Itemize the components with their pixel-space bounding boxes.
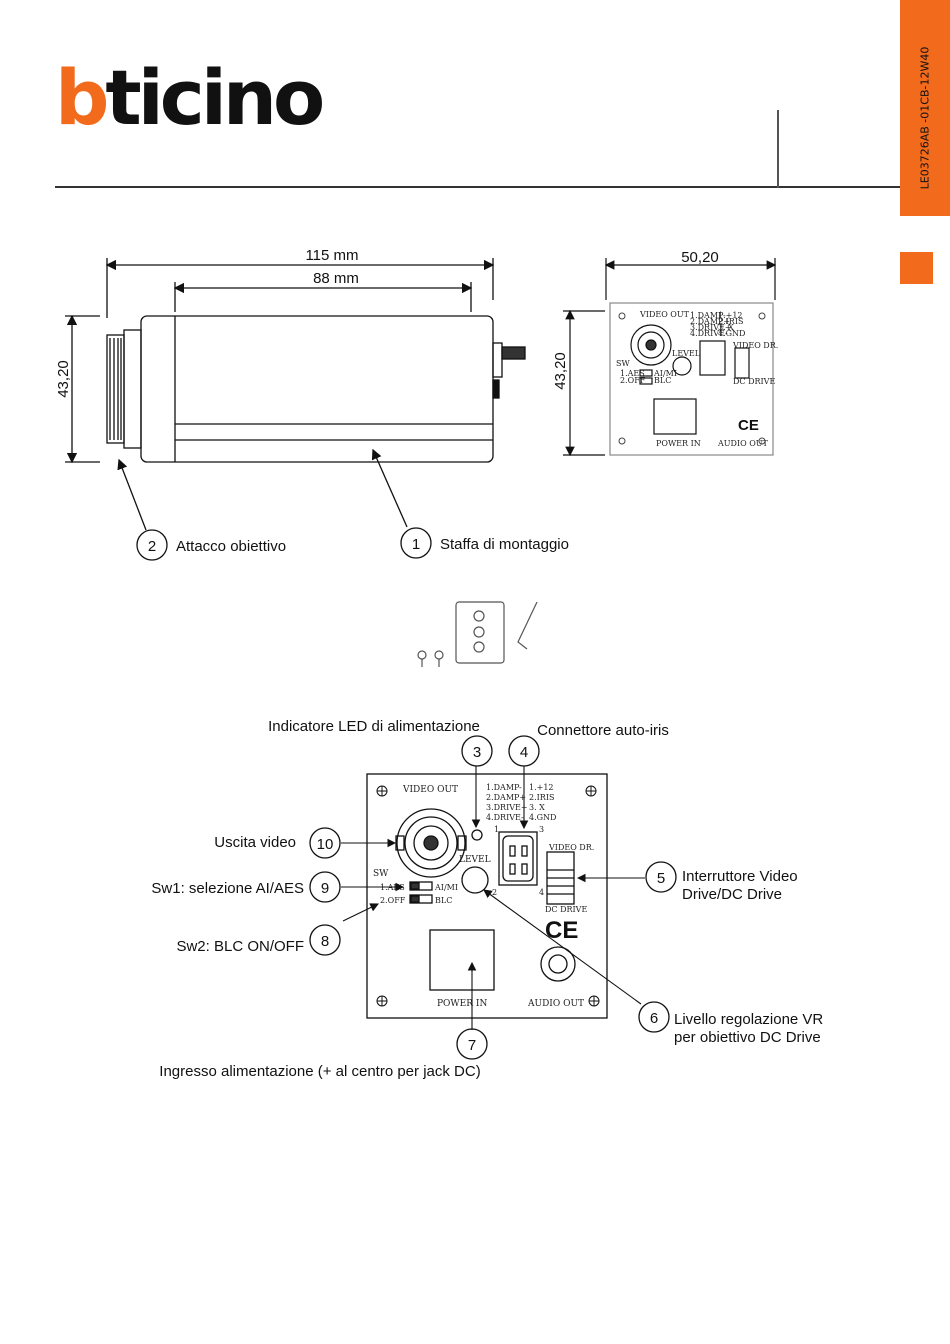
small-val-4: 4.GND <box>718 329 745 338</box>
callout-3: Indicatore LED di alimentazione 3 <box>268 718 493 767</box>
callout-6-label2: per obiettivo DC Drive <box>674 1029 821 1046</box>
dim-height: 43,20 <box>55 360 72 398</box>
callout-10-num: 10 <box>317 836 334 853</box>
camera-side-view <box>65 258 526 531</box>
header-rule <box>55 186 900 188</box>
large-pin-1: 1.DAMP- <box>486 783 522 792</box>
callout-1-num: 1 <box>412 536 420 553</box>
callout-9-label: Sw1: selezione AI/AES <box>151 880 304 897</box>
large-ai-mi: AI/MI <box>434 883 458 892</box>
small-pin-2: 2.DAMP+ <box>690 317 730 326</box>
side-tab <box>900 0 950 216</box>
small-ai-mi: AI/MI <box>653 369 677 378</box>
rear-view-large: VIDEO OUT 1.DAMP- 2.DAMP+ 3.DRIVE+ 4.DRI… <box>366 773 608 1019</box>
leader-lines <box>341 766 645 1030</box>
callout-5-label2: Drive/DC Drive <box>682 886 782 903</box>
callout-10-label: Uscita video <box>214 834 296 851</box>
small-dc-drive: DC DRIVE <box>733 377 775 386</box>
callout-1-label: Staffa di montaggio <box>440 536 569 553</box>
large-ce-mark: CE <box>545 917 578 944</box>
large-pinnum-1: 1 <box>494 825 499 834</box>
small-val-3: 3. X <box>718 323 734 332</box>
callout-5-label1: Interruttore Video <box>682 868 798 885</box>
large-val-1: 1.+12 <box>529 783 554 792</box>
large-pinnum-3: 3 <box>539 825 544 834</box>
side-marker <box>900 252 933 284</box>
large-pin-2: 2.DAMP+ <box>486 793 526 802</box>
callout-3-label: Indicatore LED di alimentazione <box>268 718 480 735</box>
dim-width-small: 50,20 <box>681 249 719 266</box>
callout-2: 2 Attacco obiettivo <box>136 529 286 561</box>
large-val-3: 3. X <box>529 803 545 812</box>
accessories <box>417 601 538 667</box>
callout-6: 6 Livello regolazione VR per obiettivo D… <box>638 1001 823 1046</box>
large-pinnum-2: 2 <box>492 888 497 897</box>
callout-5: 5 Interruttore Video Drive/DC Drive <box>645 861 798 903</box>
dim-height-small: 43,20 <box>552 352 569 390</box>
large-val-2: 2.IRIS <box>529 793 554 802</box>
large-pin-3: 3.DRIVE+ <box>486 803 528 812</box>
header-divider <box>777 110 779 188</box>
small-sw: SW <box>616 359 630 368</box>
callout-2-label: Attacco obiettivo <box>176 538 286 555</box>
rear-view-small: 50,20 43,20 VIDEO OUT 1.DAMP- 2.DAMP+ 3.… <box>552 249 778 457</box>
large-video-dr: VIDEO DR. <box>548 843 594 852</box>
callout-4-label: Connettore auto-iris <box>537 722 669 739</box>
callout-6-num: 6 <box>650 1010 658 1027</box>
logo-rest: ticino <box>105 53 325 142</box>
large-power-in: POWER IN <box>437 999 487 1009</box>
side-dimension-labels: 115 mm 88 mm 43,20 <box>55 247 359 398</box>
small-ce-mark: CE <box>738 417 759 434</box>
small-audio-out: AUDIO OUT <box>717 439 768 448</box>
callout-10: Uscita video 10 <box>214 827 341 859</box>
small-video-dr: VIDEO DR. <box>732 341 778 350</box>
callout-9-num: 9 <box>321 880 329 897</box>
callout-6-label1: Livello regolazione VR <box>674 1011 823 1028</box>
callout-5-num: 5 <box>657 870 665 887</box>
small-val-2: 2.IRIS <box>718 317 743 326</box>
small-blc: BLC <box>654 376 671 385</box>
large-dc-drive: DC DRIVE <box>545 905 587 914</box>
dim-total: 115 mm <box>305 247 358 264</box>
large-audio-out: AUDIO OUT <box>527 999 584 1009</box>
small-power-in: POWER IN <box>656 439 701 448</box>
callout-1: 1 Staffa di montaggio <box>400 527 569 559</box>
callout-7-label: Ingresso alimentazione (+ al centro per … <box>159 1063 480 1080</box>
large-pinnum-4: 4 <box>539 888 544 897</box>
large-level: LEVEL <box>459 855 491 865</box>
callout-4: Connettore auto-iris 4 <box>508 722 669 767</box>
callout-4-num: 4 <box>520 744 528 761</box>
small-pin-1: 1.DAMP- <box>690 311 726 320</box>
callout-8: Sw2: BLC ON/OFF 8 <box>176 924 341 956</box>
small-val-1: 1.+12 <box>718 311 743 320</box>
callout-8-label: Sw2: BLC ON/OFF <box>176 938 304 955</box>
small-pin-3: 3.DRIVE+ <box>690 323 732 332</box>
large-pin-4: 4.DRIVE- <box>486 813 524 822</box>
large-sw2: 2.OFF <box>380 896 406 905</box>
callout-9: Sw1: selezione AI/AES 9 <box>151 871 341 903</box>
callout-7-num: 7 <box>468 1037 476 1054</box>
small-sw2: 2.OFF <box>620 376 646 385</box>
logo-letter-b: b <box>55 53 109 142</box>
callout-2-num: 2 <box>148 538 156 555</box>
brand-logo: bticino <box>55 60 325 136</box>
small-pin-4: 4.DRIVE- <box>690 329 728 338</box>
small-level: LEVEL <box>672 349 701 358</box>
large-sw: SW <box>373 869 389 879</box>
small-sw1: 1.AES <box>620 369 645 378</box>
large-blc: BLC <box>435 896 452 905</box>
small-video-out: VIDEO OUT <box>639 310 690 319</box>
callout-3-num: 3 <box>473 744 481 761</box>
large-val-4: 4.GND <box>529 813 556 822</box>
callout-8-num: 8 <box>321 933 329 950</box>
callout-7: 7 Ingresso alimentazione (+ al centro pe… <box>159 1028 488 1080</box>
large-video-out: VIDEO OUT <box>402 785 458 795</box>
dim-body: 88 mm <box>313 270 359 287</box>
